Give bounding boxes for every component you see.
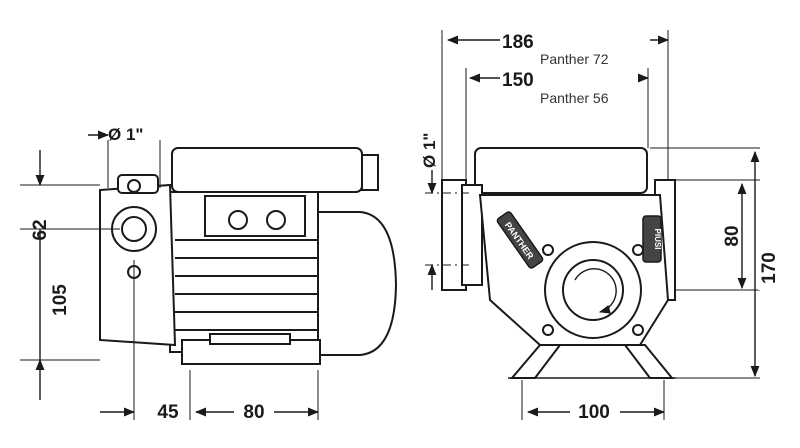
base-feet — [181, 333, 321, 365]
front-terminal-box — [474, 147, 648, 194]
model-56-label: Panther 56 — [540, 90, 609, 106]
pump-head — [99, 174, 177, 347]
front-foot-left — [509, 344, 563, 379]
dim-100-label: 100 — [578, 402, 610, 423]
front-diameter-label: Ø 1" — [420, 133, 439, 168]
bolt — [632, 324, 644, 336]
bolt — [542, 324, 554, 336]
dim-80-front-label: 80 — [722, 225, 743, 246]
front-view: PANTHER PIUSI 186 Panther 72 150 P — [420, 30, 788, 423]
svg-text:PIUSI: PIUSI — [653, 229, 662, 250]
bolt — [542, 244, 554, 256]
rotation-arrow — [574, 268, 617, 314]
motor-end-cap — [317, 211, 398, 356]
dim-80-label: 80 — [243, 402, 264, 423]
dim-62-label: 62 — [30, 219, 51, 240]
nameplate-right: PIUSI — [642, 215, 662, 263]
bolt — [632, 244, 644, 256]
front-foot-right — [622, 344, 675, 379]
terminal-box — [171, 147, 379, 237]
inlet-neck — [461, 184, 483, 286]
side-view: 62 105 Ø 1" 45 80 — [20, 125, 398, 423]
side-diameter-label: Ø 1" — [108, 125, 143, 144]
dim-45-label: 45 — [157, 402, 179, 423]
dim-150-label: 150 — [502, 70, 534, 91]
dim-186-label: 186 — [502, 32, 534, 53]
dim-105-label: 105 — [50, 284, 71, 316]
model-72-label: Panther 72 — [540, 51, 609, 67]
dim-170-label: 170 — [759, 252, 780, 284]
